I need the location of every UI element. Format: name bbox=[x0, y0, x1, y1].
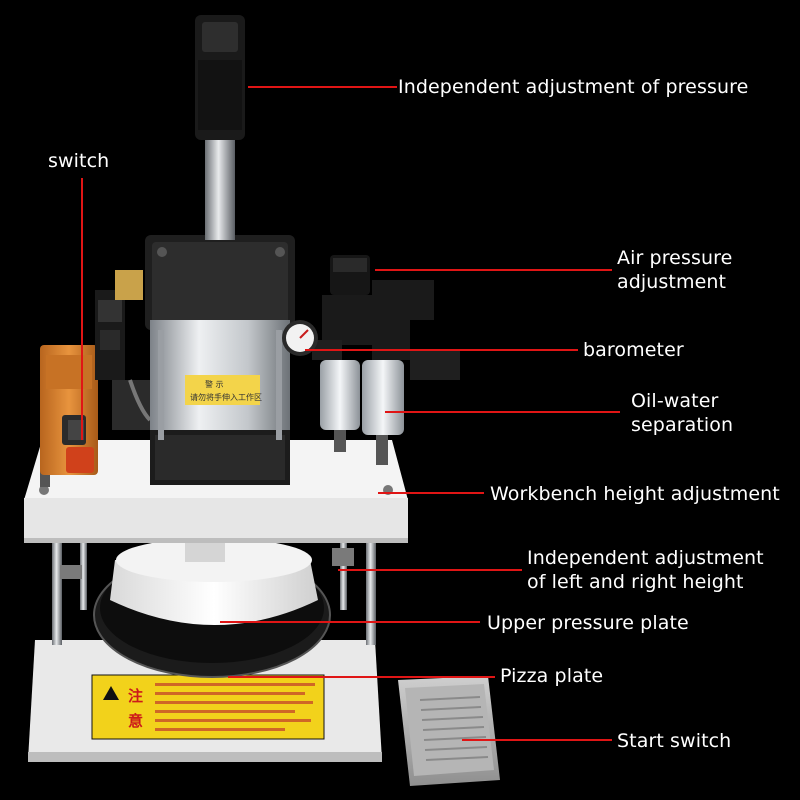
barometer-gauge bbox=[282, 320, 318, 356]
label-pressure-adjust: Independent adjustment of pressure bbox=[398, 76, 749, 98]
cylinder-sticker-line2: 请勿将手伸入工作区 bbox=[190, 392, 262, 402]
label-workbench: Workbench height adjustment bbox=[490, 483, 780, 505]
workbench-front bbox=[24, 498, 408, 542]
warning-sticker: 注 意 bbox=[91, 674, 325, 740]
label-left-right: Independent adjustment of left and right… bbox=[527, 547, 764, 593]
warning-title-char1: 注 bbox=[128, 687, 143, 705]
base-front-edge bbox=[28, 752, 382, 762]
solenoid-valve bbox=[95, 270, 152, 430]
switch-box bbox=[40, 345, 98, 475]
left-front-column bbox=[52, 525, 62, 645]
air-regulator bbox=[312, 255, 378, 360]
warning-title-char2: 意 bbox=[128, 712, 143, 730]
foot-pedal bbox=[398, 676, 500, 786]
label-upper-plate: Upper pressure plate bbox=[487, 612, 689, 634]
label-switch: switch bbox=[48, 150, 110, 172]
label-start-switch: Start switch bbox=[617, 730, 732, 752]
label-oil-water: Oil-water separation bbox=[631, 390, 734, 436]
leader-lines bbox=[81, 86, 620, 741]
cylinder-sticker-line1: 警 示 bbox=[205, 379, 224, 389]
label-barometer: barometer bbox=[583, 339, 684, 361]
air-cylinder bbox=[145, 235, 295, 485]
right-front-column bbox=[366, 525, 376, 645]
label-air-pressure: Air pressure adjustment bbox=[617, 247, 733, 293]
label-pizza-plate: Pizza plate bbox=[500, 665, 604, 687]
piston-rod bbox=[205, 140, 235, 240]
oil-water-separator bbox=[320, 280, 460, 465]
cylinder-sticker: 警 示 请勿将手伸入工作区 bbox=[185, 375, 262, 405]
